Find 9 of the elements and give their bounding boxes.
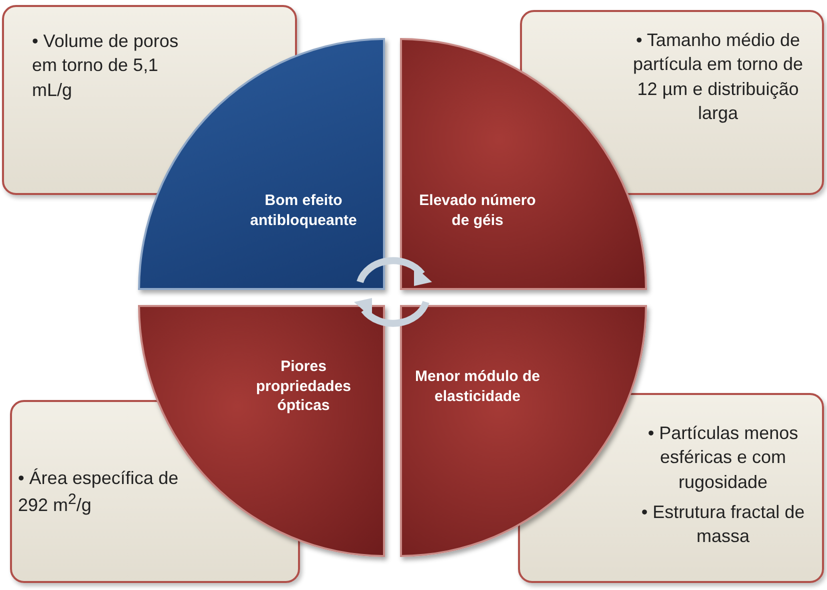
bullet-text: • Volume de poros em torno de 5,1 mL/g <box>32 30 180 102</box>
quadrant-label: Piores propriedades ópticas <box>254 357 352 416</box>
bullet-text: • Partículas menos esféricas e com rugosidade <box>646 422 800 494</box>
bullet-text: • Tamanho médio de partícula em torno de 12 µm e distribuição larga <box>632 29 804 125</box>
bullet-text: • Área específica de 292 m$^{2}$/g <box>18 467 180 518</box>
quadrant-label: Elevado número de géis <box>418 191 537 230</box>
bullet-text: • Estrutura fractal de massa <box>640 500 806 548</box>
quadrant-label: Menor módulo de elasticidade <box>414 367 541 406</box>
quadrant-label: Bom efeito antibloqueante <box>249 191 358 230</box>
